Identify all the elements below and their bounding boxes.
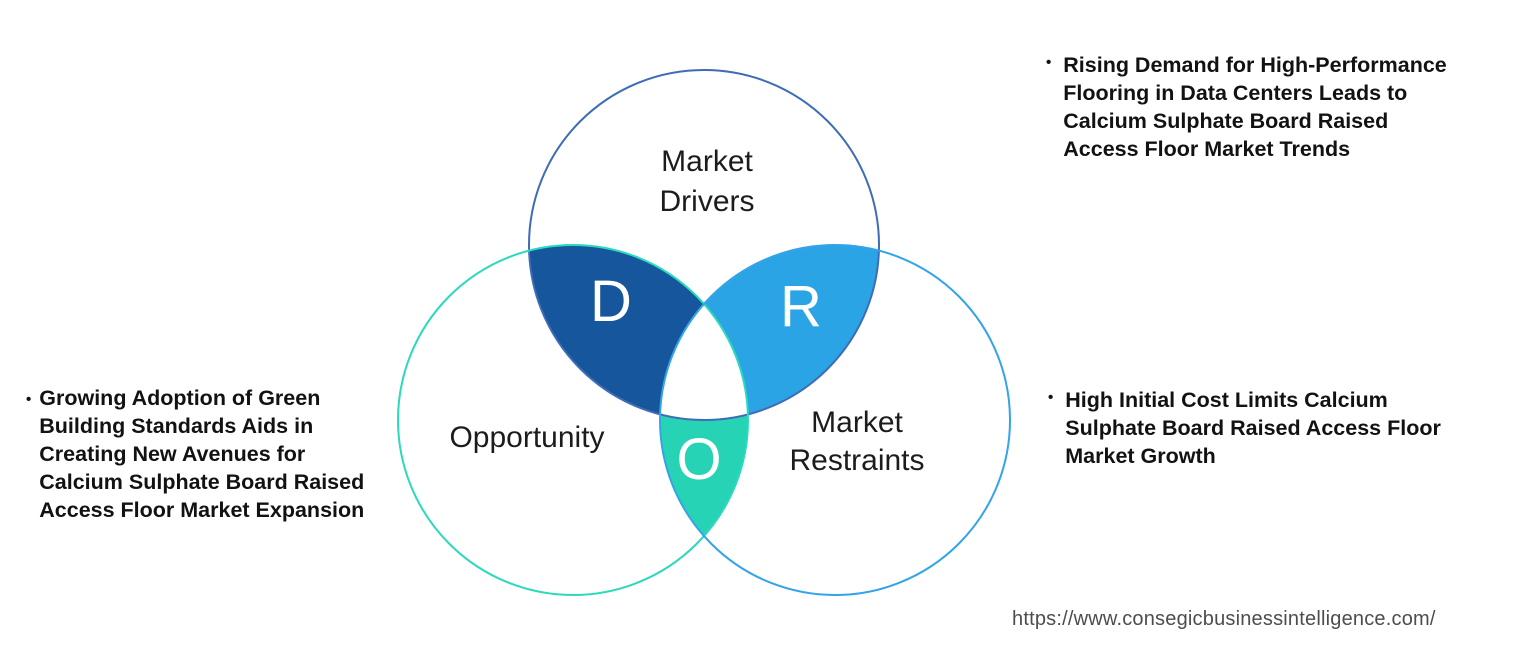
note-restraints: • High Initial Cost Limits Calcium Sulph… — [1048, 386, 1508, 470]
drivers-circle-outline — [528, 69, 880, 421]
bullet-dot: • — [1048, 389, 1054, 406]
restraints-intersection-shape — [704, 245, 879, 415]
note-restraints-text: High Initial Cost Limits Calcium Sulphat… — [1065, 388, 1441, 468]
letter-d: D — [590, 269, 632, 334]
opportunity-intersection-shape — [660, 414, 748, 536]
letter-o: O — [676, 427, 722, 492]
note-drivers-text: Rising Demand for High-Performance Floor… — [1063, 53, 1447, 161]
note-drivers: • Rising Demand for High-Performance Flo… — [1046, 51, 1506, 163]
drivers-intersection-shape — [529, 245, 704, 415]
market-restraints-label: Market Restraints — [789, 406, 925, 477]
opportunity-label: Opportunity — [449, 421, 605, 454]
note-opportunity: • Growing Adoption of Green Building Sta… — [26, 384, 406, 524]
source-url: https://www.consegicbusinessintelligence… — [1012, 608, 1436, 630]
letter-r: R — [780, 274, 822, 339]
market-drivers-label: Market Drivers — [659, 145, 755, 218]
opportunity-circle-outline — [397, 244, 749, 596]
bullet-dot: • — [1046, 54, 1052, 71]
restraints-circle-outline — [659, 244, 1011, 596]
note-opportunity-text: Growing Adoption of Green Building Stand… — [39, 386, 365, 522]
bullet-dot: • — [26, 391, 32, 408]
